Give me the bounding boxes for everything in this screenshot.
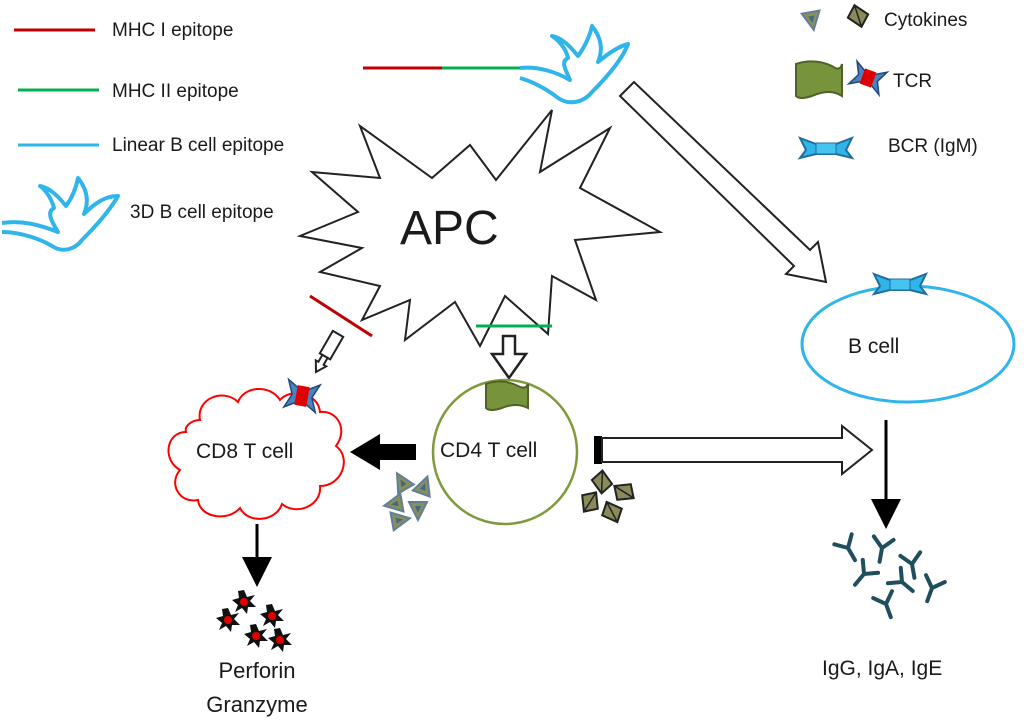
cytokines-legend-label: Cytokines	[884, 10, 968, 31]
cd4-tcr-icon	[485, 380, 529, 411]
3d-b-legend-label: 3D B cell epitope	[130, 202, 274, 223]
cd4-t-cell-label: CD4 T cell	[440, 439, 538, 462]
cd4-t-cell-outline	[431, 378, 579, 526]
construct-3d-epitope-icon	[519, 24, 630, 105]
bcr-legend-label: BCR (IgM)	[888, 136, 978, 157]
antibodies-icon	[832, 532, 947, 623]
cd4-to-cd8-arrow	[350, 434, 416, 470]
apc-to-cd4-arrow	[489, 334, 529, 381]
bcr-legend-icon	[797, 136, 855, 160]
apc-to-cd8-arrow	[314, 329, 345, 374]
tcr-legend-label: TCR	[893, 71, 933, 92]
tcr-red-legend-icon	[846, 58, 890, 98]
perforin-label: Perforin	[218, 658, 296, 683]
cd8-tcr-icon	[281, 377, 323, 415]
mhc2-legend-label: MHC II epitope	[112, 81, 239, 102]
cd4-to-bcell-arrow-tail	[594, 436, 602, 464]
granzyme-label: Granzyme	[206, 692, 308, 717]
b-cell-bcr-icon	[871, 272, 929, 296]
linear-b-legend-label: Linear B cell epitope	[112, 135, 285, 156]
cytokine-rhombus-legend-icon	[845, 3, 871, 29]
tcr-green-legend-icon	[795, 60, 843, 99]
b-cell-outline	[800, 284, 1016, 404]
cytokine-triangle-legend-icon	[800, 9, 824, 33]
b-cell-label: B cell	[848, 335, 900, 358]
cd4-triangle-cytokines	[381, 467, 437, 532]
apc-label: APC	[400, 202, 499, 255]
cd8-t-cell-label: CD8 T cell	[196, 440, 294, 463]
cd4-to-bcell-arrow	[601, 423, 874, 477]
apc-burst	[296, 109, 664, 349]
cd4-rhombus-cytokines	[577, 468, 637, 524]
3d-epitope-legend-icon	[1, 176, 120, 252]
antibodies-label: IgG, IgA, IgE	[822, 657, 943, 680]
mhc1-legend-label: MHC I epitope	[112, 20, 234, 41]
mhc1-presentation-line	[309, 294, 373, 338]
perforin-granzyme-icon	[216, 590, 292, 652]
cd8-t-cell-outline	[167, 388, 345, 520]
antigen-to-bcell-arrow	[618, 80, 828, 284]
